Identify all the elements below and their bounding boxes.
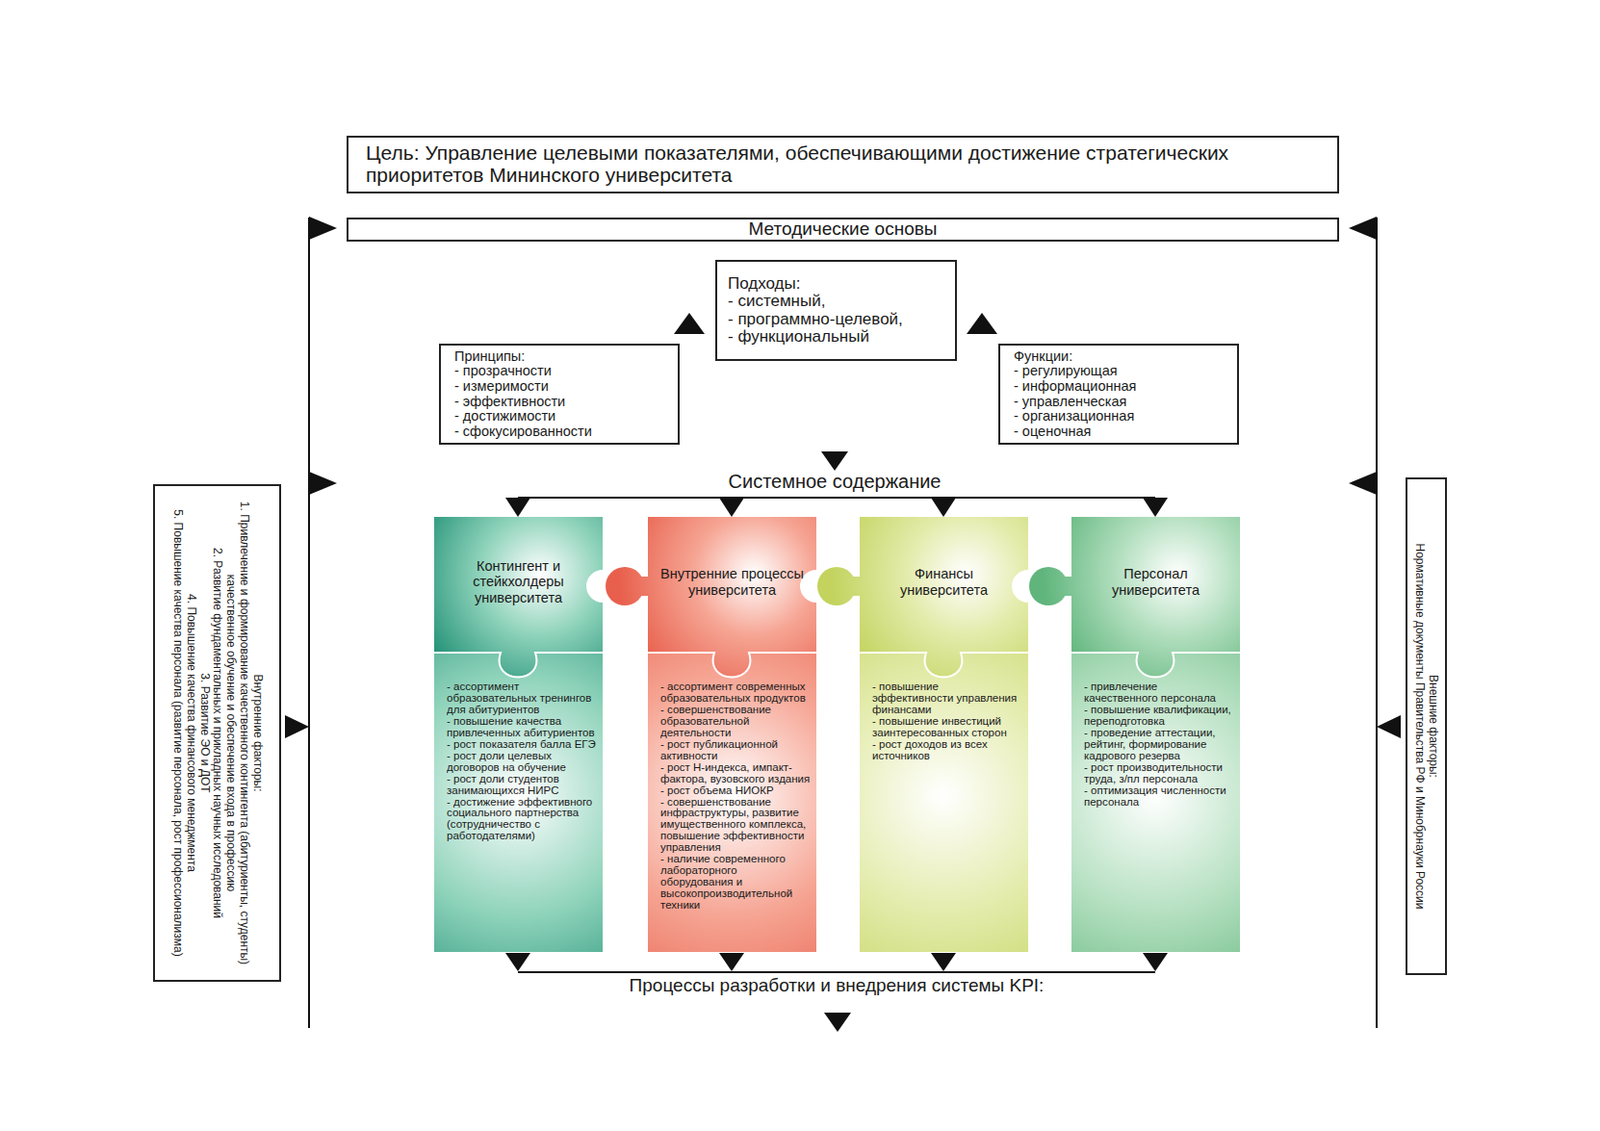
kpi-item: - рост объема НИОКР xyxy=(660,785,811,798)
box-heading: Цель: Управление целевыми показателями, … xyxy=(365,142,1233,186)
principles-box: Принципы:- прозрачности- измеримости- эф… xyxy=(438,343,680,445)
factor-item: 3. Развитие ЭО и ДОТ xyxy=(197,491,211,975)
kpi-item: - рост доли целевых договоров на обучени… xyxy=(446,750,597,775)
kpi-item: - повышение инвестиций заинтересованных … xyxy=(872,716,1023,740)
kpi-item: - рост публикационной активности xyxy=(660,739,811,763)
factor-item: 2. Развитие фундаментальных и прикладных… xyxy=(210,491,225,975)
kpi-item: - рост производительности труда, з/пл пе… xyxy=(1083,762,1235,786)
section-header-box: Методические основы xyxy=(346,217,1340,242)
puzzle-header: Персонал университета xyxy=(1081,541,1231,623)
kpi-item: - проведение аттестации, рейтинг, формир… xyxy=(1083,727,1235,763)
kpi-item: - ассортимент современных образовательны… xyxy=(660,681,811,705)
box-heading: Принципы: xyxy=(454,349,665,365)
puzzle-header: Внутренние процессы университета xyxy=(657,541,807,623)
kpi-item: - повышение качества привлеченных абитур… xyxy=(446,716,597,740)
list-item: - измеримости xyxy=(454,379,665,395)
puzzle-column: Контингент и стейкхолдеры университета - … xyxy=(434,516,603,953)
kpi-item: - рост Н-индекса, импакт-фактора, вузовс… xyxy=(660,762,811,786)
list-item: - функциональный xyxy=(727,328,945,346)
column-title: Финансы университета xyxy=(869,566,1019,597)
puzzle-body: - ассортимент современных образовательны… xyxy=(660,681,811,950)
box-heading: Внутренние факторы: xyxy=(250,491,264,975)
puzzle-body: - ассортимент образовательных тренингов … xyxy=(446,681,597,950)
puzzle-header: Контингент и стейкхолдеры университета xyxy=(443,541,594,623)
column-title: Контингент и стейкхолдеры университета xyxy=(443,558,594,606)
list-item: - организационная xyxy=(1013,409,1224,425)
goal-box: Цель: Управление целевыми показателями, … xyxy=(346,135,1340,194)
list-item: - информационная xyxy=(1013,379,1224,395)
list-item: - управленческая xyxy=(1013,394,1224,411)
kpi-item: - рост доли студентов занимающихся НИРС xyxy=(446,774,597,798)
kpi-item: - повышение квалификации, переподготовка xyxy=(1083,704,1235,728)
box-heading: Функции: xyxy=(1013,349,1224,365)
kpi-item: - совершенствование образовательной деят… xyxy=(660,704,811,740)
kpi-item: - совершенствование инфраструктуры, разв… xyxy=(660,797,811,855)
internal-factors-box: Внутренние факторы:1. Привлечение и форм… xyxy=(153,484,282,982)
column-title: Персонал университета xyxy=(1081,566,1231,597)
kpi-item: - рост показателя балла ЕГЭ xyxy=(446,739,597,751)
kpi-item: - ассортимент образовательных тренингов … xyxy=(446,681,597,717)
puzzle-column: Финансы университета - повышение эффектив… xyxy=(859,516,1029,953)
external-factors-box: Внешние факторы:Нормативные документы Пр… xyxy=(1405,477,1447,976)
rotated-text: Внешние факторы:Нормативные документы Пр… xyxy=(1407,479,1446,974)
box-heading: Подходы: xyxy=(727,275,945,293)
approaches-box: Подходы:- системный,- программно-целевой… xyxy=(715,259,957,362)
kpi-item: - рост доходов из всех источников xyxy=(872,739,1023,763)
factor-item: Нормативные документы Правительства РФ и… xyxy=(1413,485,1427,968)
factor-item: 5. Повышение качества персонала (развити… xyxy=(170,491,184,975)
column-title: Внутренние процессы университета xyxy=(657,566,807,597)
box-heading: Внешние факторы: xyxy=(1426,485,1441,968)
list-item: - оценочная xyxy=(1013,424,1224,440)
label-wrap: Процессы разработки и внедрения системы … xyxy=(499,976,1174,997)
box-heading: Методические основы xyxy=(358,219,1328,240)
section-label: Процессы разработки и внедрения системы … xyxy=(624,976,1050,997)
list-item: - регулирующая xyxy=(1013,363,1224,380)
puzzle-body: - привлечение качественного персонала- п… xyxy=(1083,681,1235,950)
factor-item: 1. Привлечение и формирование качественн… xyxy=(223,491,251,975)
kpi-item: - оптимизация численности персонала xyxy=(1083,785,1235,809)
list-item: - программно-целевой, xyxy=(727,310,945,329)
puzzle-column: Персонал университета - привлечение качес… xyxy=(1071,516,1240,953)
section-label: Системное содержание xyxy=(723,470,947,492)
functions-box: Функции:- регулирующая- информационная- … xyxy=(998,343,1239,445)
label-wrap: Системное содержание xyxy=(497,470,1172,492)
list-item: - сфокусированности xyxy=(454,424,665,440)
factor-item: 4. Повышение качества финансового менедж… xyxy=(183,491,198,975)
puzzle-column: Внутренние процессы университета - ассорт… xyxy=(647,516,817,953)
kpi-item: - повышение эффективности управления фин… xyxy=(872,681,1023,717)
list-item: - прозрачности xyxy=(454,363,665,380)
kpi-item: - достижение эффективного социального па… xyxy=(446,797,597,844)
rotated-text: Внутренние факторы:1. Привлечение и форм… xyxy=(154,486,280,981)
puzzle-header: Финансы университета xyxy=(869,541,1019,623)
list-item: - достижимости xyxy=(454,409,665,425)
puzzle-body: - повышение эффективности управления фин… xyxy=(872,681,1023,950)
kpi-item: - наличие современного лабораторного обо… xyxy=(660,853,811,912)
list-item: - системный, xyxy=(727,292,945,310)
kpi-item: - привлечение качественного персонала xyxy=(1083,681,1235,705)
list-item: - эффективности xyxy=(454,394,665,411)
